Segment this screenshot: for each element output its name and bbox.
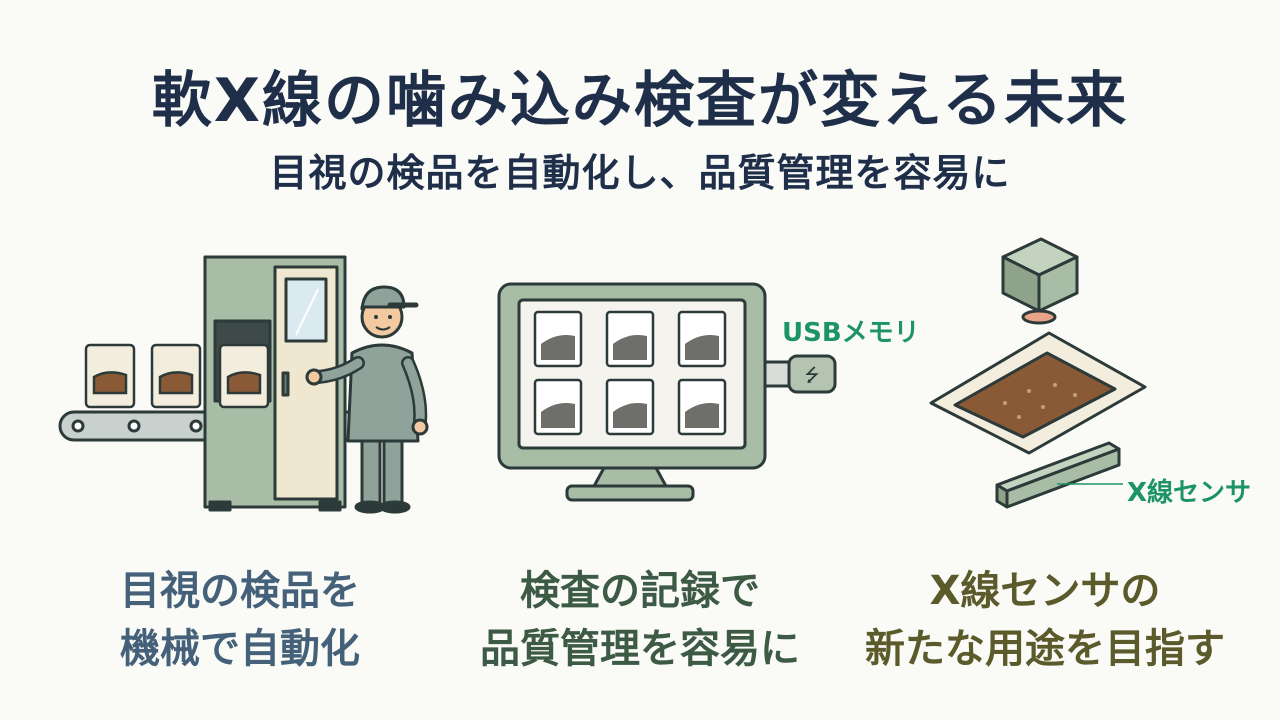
caption-automation: 目視の検品を 機械で自動化 bbox=[50, 562, 430, 678]
caption-automation-line2: 機械で自動化 bbox=[120, 626, 360, 672]
caption-quality-records: 検査の記録で 品質管理を容易に bbox=[450, 562, 830, 678]
caption-quality-records-line2: 品質管理を容易に bbox=[480, 626, 800, 672]
caption-new-uses-line1: X線センサの bbox=[929, 568, 1161, 614]
caption-automation-line1: 目視の検品を bbox=[120, 568, 360, 614]
inspection-machine-illustration bbox=[58, 255, 429, 514]
page-subtitle: 目視の検品を自動化し、品質管理を容易に bbox=[269, 151, 1011, 195]
svg-text:⭍: ⭍ bbox=[805, 365, 820, 386]
page-title: 軟X線の噛み込み検査が変える未来 bbox=[151, 66, 1129, 136]
xray-sensor-callout: X線センサ bbox=[1127, 478, 1252, 508]
monitor-illustration: ⭍ bbox=[497, 282, 837, 502]
caption-new-uses-line2: 新たな用途を目指す bbox=[865, 626, 1225, 672]
caption-quality-records-line1: 検査の記録で bbox=[520, 568, 760, 614]
usb-memory-callout: USBメモリ bbox=[782, 318, 920, 348]
caption-new-uses: X線センサの 新たな用途を目指す bbox=[855, 562, 1235, 678]
xray-sensor-illustration bbox=[929, 237, 1147, 509]
